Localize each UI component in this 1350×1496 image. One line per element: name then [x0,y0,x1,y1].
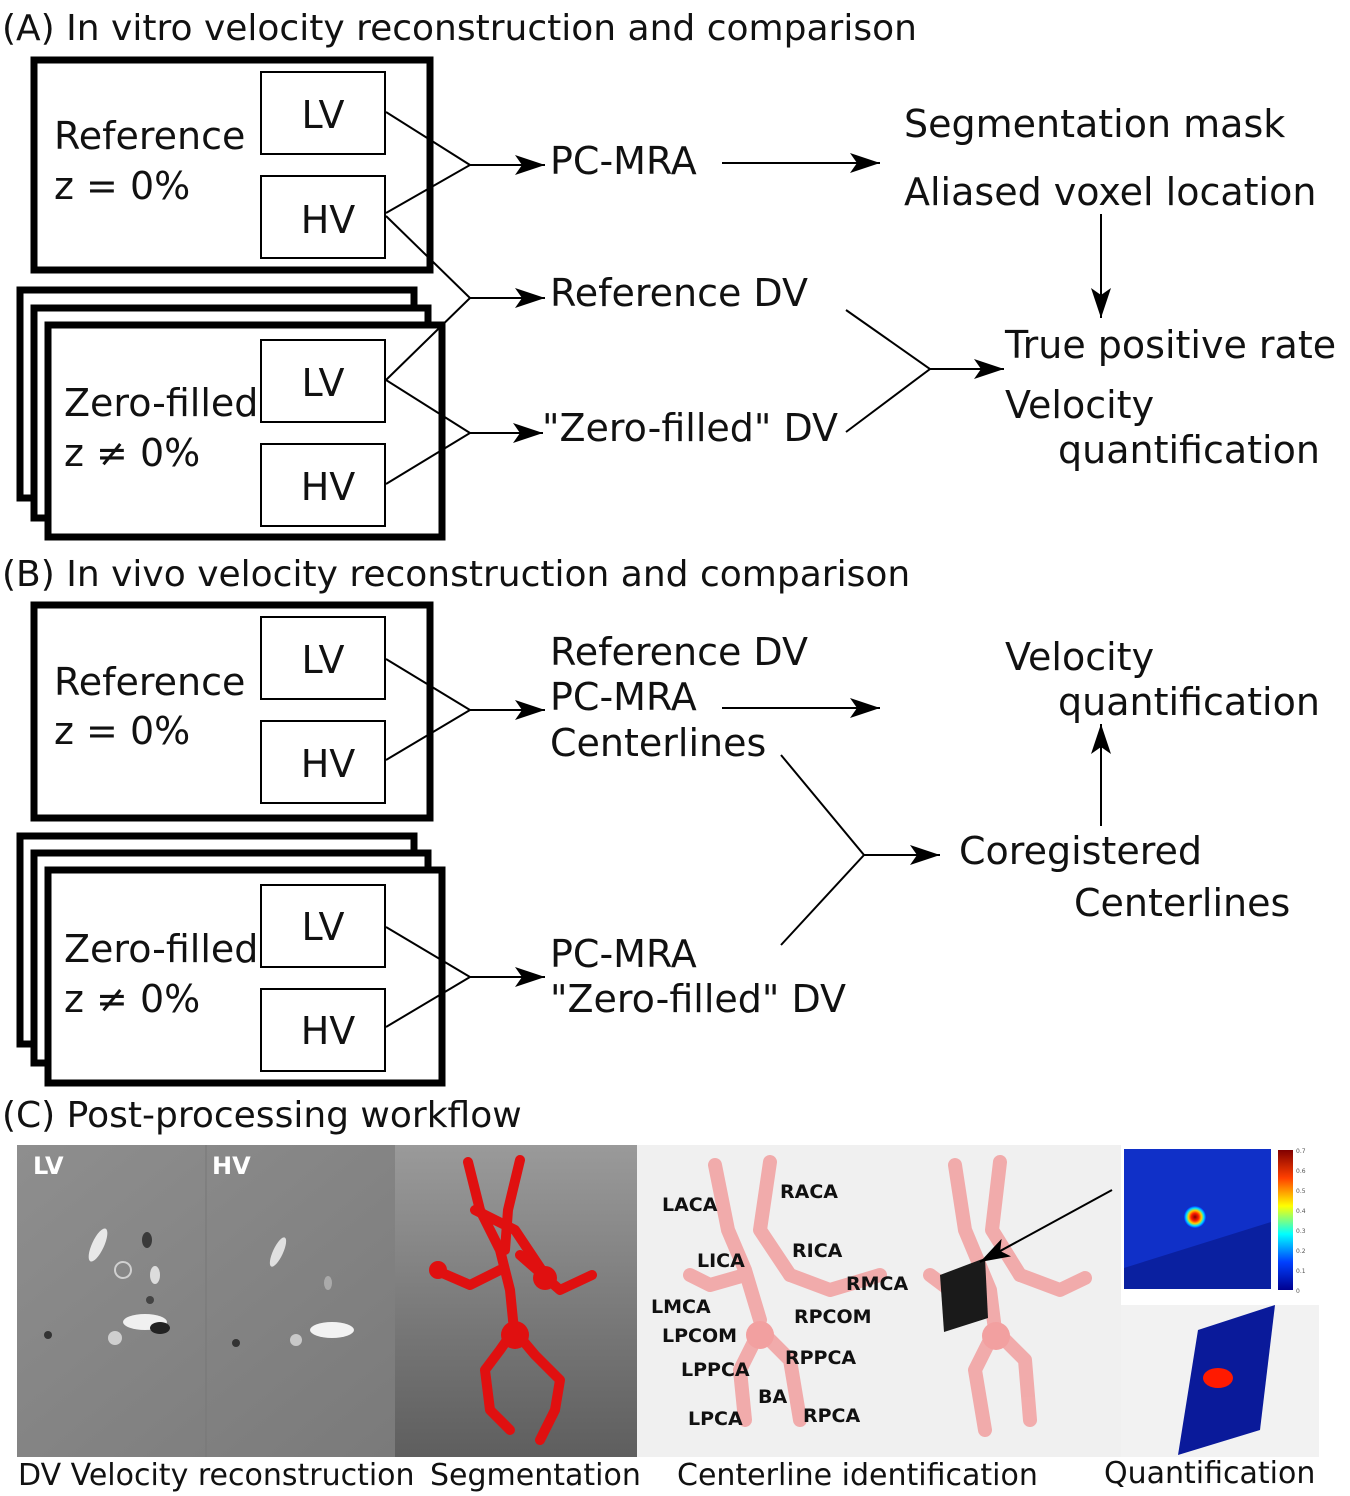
vessel-label: RICA [792,1240,843,1262]
velocity-label: Velocity [1005,383,1154,427]
lv-label: LV [302,361,345,405]
vessel-label: RPCOM [794,1306,872,1328]
hv-label: HV [301,1009,356,1053]
caption-quantification: Quantification [1104,1456,1315,1491]
segmentation-image [395,1145,637,1457]
cut-plane-pointer [979,1189,1113,1263]
vessel-label: RACA [780,1181,838,1203]
centerline-images: LACA RACA LICA RICA RMCA LMCA RPCOM LPCO… [637,1145,1121,1457]
reference-z: z = 0% [54,164,190,208]
panel-b-zero-filled-group: Zero-filled z ≠ 0% LV HV [16,832,446,1087]
lv-label: LV [302,93,345,137]
panel-b-title: (B) In vivo velocity reconstruction and … [2,554,910,595]
colorbar-tick: 0.1 [1296,1268,1306,1275]
reference-label: Reference [54,114,245,158]
hv-label: HV [301,465,356,509]
vessel-label: LACA [662,1194,718,1216]
hv-label: HV [301,198,356,242]
zero-filled-z: z ≠ 0% [64,977,200,1021]
panel-a-connectors [385,111,1111,485]
vessel-label: LICA [697,1250,745,1272]
colorbar-tick: 0.5 [1296,1188,1306,1195]
flow-region [1203,1368,1233,1388]
coregistered-centerlines-label: Centerlines [1074,881,1290,925]
dv-velocity-images: LV HV [17,1145,395,1457]
reference-label: Reference [54,660,245,704]
zero-filled-dv-label: "Zero-filled" DV [542,406,838,450]
caption-dv-velocity: DV Velocity reconstruction [18,1458,415,1493]
vessel-label: LPCOM [662,1325,737,1347]
hv-box [260,720,386,804]
reference-dv-label: Reference DV [550,271,808,315]
panel-b: (B) In vivo velocity reconstruction and … [2,554,1320,1087]
centerlines-label: Centerlines [550,721,766,765]
panel-c: (C) Post-processing workflow LV HV [2,1095,1319,1493]
panel-a-zero-filled-group: Zero-filled z ≠ 0% LV HV [16,286,446,541]
panel-b-connectors [385,658,1111,1028]
hv-box [260,175,386,259]
quantification-images: 0.7 0.6 0.5 0.4 0.3 0.2 0.1 0 [1121,1145,1319,1457]
lv-box [260,616,386,700]
lv-box [260,339,386,423]
panel-b-reference-group: Reference z = 0% LV HV [30,601,434,822]
cut-plane [940,1258,988,1332]
zero-filled-label: Zero-filled [64,927,258,971]
caption-centerline: Centerline identification [677,1458,1038,1493]
colorbar-tick: 0.4 [1296,1208,1306,1215]
true-positive-rate-label: True positive rate [1004,323,1336,367]
coregistered-label: Coregistered [959,829,1202,873]
vessel-label: LPCA [688,1408,743,1430]
vessel-label: RPCA [803,1405,860,1427]
zero-filled-dv-label: "Zero-filled" DV [550,977,846,1021]
quantification-label: quantification [1058,680,1320,724]
colorbar-tick: 0.2 [1296,1248,1306,1255]
colorbar-tick: 0.6 [1296,1168,1306,1175]
panel-a-title: (A) In vitro velocity reconstruction and… [2,8,917,49]
pc-mra-label: PC-MRA [550,932,697,976]
lv-label: LV [302,638,345,682]
flow-hotspot [1184,1206,1206,1228]
colorbar-tick: 0.7 [1296,1148,1306,1155]
reference-dv-label: Reference DV [550,630,808,674]
lv-box [260,884,386,968]
pc-mra-label: PC-MRA [550,675,697,719]
lv-image-label: LV [33,1152,64,1180]
hv-label: HV [301,742,356,786]
quantification-label: quantification [1058,428,1320,472]
pc-mra-label: PC-MRA [550,139,697,183]
velocity-label: Velocity [1005,635,1154,679]
panel-a-reference-group: Reference z = 0% LV HV [30,56,434,274]
vessel-label: RMCA [846,1273,908,1295]
aliased-voxel-label: Aliased voxel location [904,170,1316,214]
reference-z: z = 0% [54,709,190,753]
colorbar [1278,1150,1293,1290]
panel-c-title: (C) Post-processing workflow [2,1095,522,1136]
vessel-label: LMCA [651,1296,711,1318]
colorbar-tick: 0 [1296,1288,1300,1295]
vessel-label: RPPCA [785,1347,856,1369]
hv-box [260,443,386,527]
caption-segmentation: Segmentation [430,1458,641,1493]
colorbar-tick: 0.3 [1296,1228,1306,1235]
panel-a: (A) In vitro velocity reconstruction and… [2,8,1336,541]
zero-filled-label: Zero-filled [64,381,258,425]
vessel-label: LPPCA [681,1359,750,1381]
vessel-label: BA [758,1386,787,1408]
lv-label: LV [302,905,345,949]
lv-box [260,71,386,155]
zero-filled-z: z ≠ 0% [64,431,200,475]
hv-box [260,988,386,1072]
hv-image-label: HV [212,1152,251,1180]
segmentation-mask-label: Segmentation mask [904,102,1285,146]
